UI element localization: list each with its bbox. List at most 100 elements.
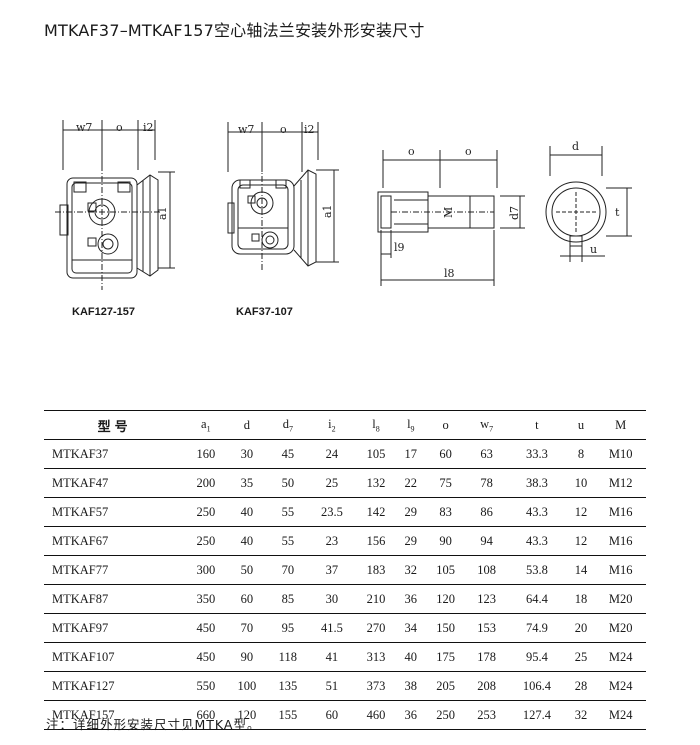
drawings-svg: w7 o i2 a1 w7 o i2 a1 o o M d7 l9 l8 d t… <box>55 120 632 290</box>
cell-value: 38 <box>396 671 426 701</box>
cell-value: 25 <box>308 468 356 498</box>
cell-value: 83 <box>425 497 467 527</box>
cell-model: MTKAF67 <box>44 526 186 556</box>
cell-value: 350 <box>185 584 227 614</box>
label-a1-v2: a1 <box>321 204 334 218</box>
cell-value: 35 <box>226 468 268 498</box>
cell-value: 127.4 <box>507 700 567 730</box>
cell-value: 23.5 <box>308 497 356 527</box>
technical-drawings: w7 o i2 a1 w7 o i2 a1 o o M d7 l9 l8 d t… <box>0 0 700 345</box>
column-header-symbol: d <box>282 416 289 431</box>
label-o1-shaft: o <box>408 145 415 158</box>
label-m-shaft: M <box>442 207 455 218</box>
cell-value: 34 <box>396 613 426 643</box>
cell-value: 55 <box>267 526 309 556</box>
cell-value: 550 <box>185 671 227 701</box>
cell-value: 105 <box>355 439 397 469</box>
column-header-symbol: l <box>372 416 376 431</box>
cell-value: M10 <box>595 439 646 469</box>
cell-value: 150 <box>425 613 467 643</box>
label-w7-v2: w7 <box>238 123 254 136</box>
cell-value: 32 <box>396 555 426 585</box>
cell-value: 41.5 <box>308 613 356 643</box>
caption-kaf127-157: KAF127-157 <box>72 306 135 318</box>
gearbox-view-kaf37 <box>227 122 339 270</box>
cell-value: 270 <box>355 613 397 643</box>
column-header: d <box>226 410 268 440</box>
cell-value: 8 <box>566 439 596 469</box>
cell-value: 28 <box>566 671 596 701</box>
column-header: l9 <box>396 410 426 440</box>
cell-value: 86 <box>466 497 508 527</box>
page-title: MTKAF37–MTKAF157空心轴法兰安装外形安装尺寸 <box>44 21 425 40</box>
column-header: i2 <box>308 410 356 440</box>
cell-value: 313 <box>355 642 397 672</box>
cell-value: 250 <box>425 700 467 730</box>
column-header-subscript: 2 <box>331 424 336 434</box>
column-header: d7 <box>267 410 309 440</box>
cell-value: 64.4 <box>507 584 567 614</box>
cell-value: 178 <box>466 642 508 672</box>
cell-value: M24 <box>595 700 646 730</box>
cell-value: 41 <box>308 642 356 672</box>
column-header: t <box>507 410 567 440</box>
column-header: l8 <box>355 410 397 440</box>
cell-value: 29 <box>396 526 426 556</box>
column-header-symbol: w <box>480 416 490 431</box>
cell-value: 183 <box>355 555 397 585</box>
cell-value: 205 <box>425 671 467 701</box>
cell-value: 36 <box>396 700 426 730</box>
column-header: a1 <box>185 410 227 440</box>
cell-value: M16 <box>595 497 646 527</box>
cell-value: 160 <box>185 439 227 469</box>
cell-model: MTKAF37 <box>44 439 186 469</box>
cell-model: MTKAF57 <box>44 497 186 527</box>
cell-value: 153 <box>466 613 508 643</box>
cell-value: 105 <box>425 555 467 585</box>
label-i2-v2: i2 <box>304 123 315 136</box>
label-o2-shaft: o <box>465 145 472 158</box>
gearbox-view-kaf127 <box>55 120 175 290</box>
column-header-subscript: 7 <box>288 424 293 434</box>
cell-value: 43.3 <box>507 526 567 556</box>
cell-value: 210 <box>355 584 397 614</box>
cell-value: 36 <box>396 584 426 614</box>
cell-value: 24 <box>308 439 356 469</box>
cell-value: M24 <box>595 642 646 672</box>
column-header: o <box>425 410 467 440</box>
cell-value: 12 <box>566 526 596 556</box>
cell-value: 120 <box>226 700 268 730</box>
cell-value: 40 <box>226 526 268 556</box>
label-d-section: d <box>572 140 579 153</box>
cell-value: 22 <box>396 468 426 498</box>
cell-value: 40 <box>226 497 268 527</box>
cell-value: 95 <box>267 613 309 643</box>
label-t-section: t <box>615 206 620 219</box>
cell-value: 200 <box>185 468 227 498</box>
cell-value: 60 <box>425 439 467 469</box>
cell-value: 30 <box>308 584 356 614</box>
label-o-v2: o <box>280 123 287 136</box>
cell-value: 43.3 <box>507 497 567 527</box>
column-header-symbol: a <box>201 416 207 431</box>
shaft-section-view <box>545 146 632 262</box>
cell-value: 45 <box>267 439 309 469</box>
cell-value: 106.4 <box>507 671 567 701</box>
cell-value: 23 <box>308 526 356 556</box>
label-u-section: u <box>590 243 597 256</box>
label-l8-shaft: l8 <box>444 267 455 280</box>
cell-value: 135 <box>267 671 309 701</box>
cell-value: 37 <box>308 555 356 585</box>
cell-model: MTKAF107 <box>44 642 186 672</box>
column-header-symbol: i <box>328 416 332 431</box>
cell-value: 18 <box>566 584 596 614</box>
